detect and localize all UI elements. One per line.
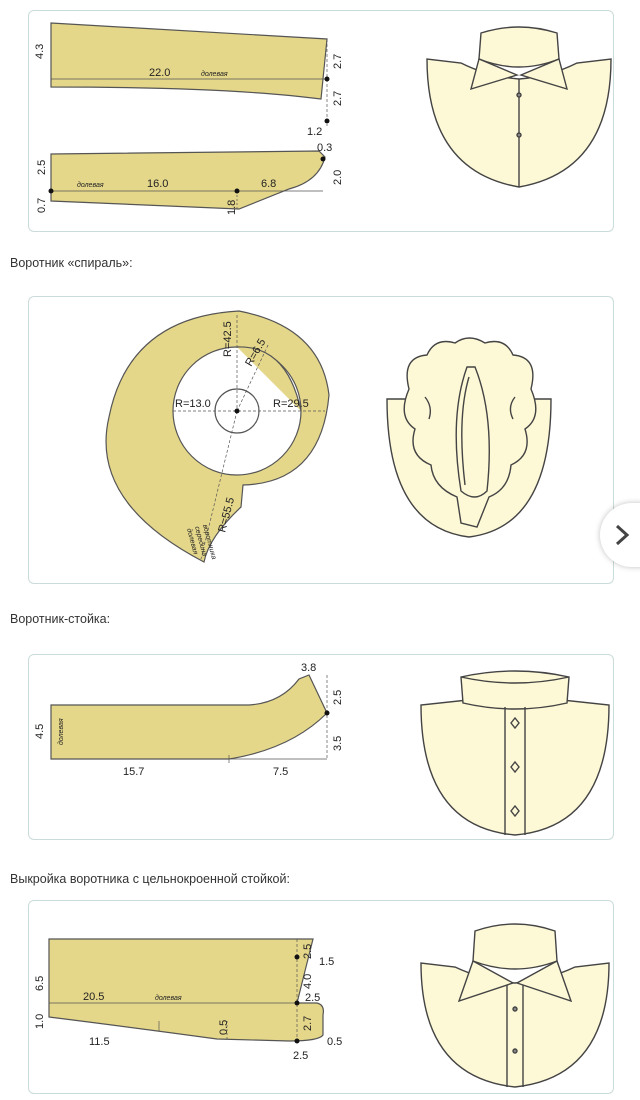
dim-label: 0.3	[317, 142, 332, 154]
dim-label: 4.0	[302, 974, 314, 989]
one-piece-collar-illustration	[420, 923, 610, 1088]
radius-label: R=42.5	[222, 321, 234, 357]
one-piece-collar-pattern: 2.5 1.5 6.5 4.0 20.5 долевая 2.5 1.0 0.5…	[34, 923, 610, 1088]
dim-label: 16.0	[147, 178, 168, 190]
dim-label: 0.5	[327, 1036, 342, 1048]
dim-label: 2.5	[36, 160, 48, 175]
ruffle-collar-illustration	[386, 337, 552, 538]
dim-label: 2.7	[332, 54, 344, 69]
dim-label: 4.5	[34, 724, 46, 739]
radius-label: R=13.0	[175, 398, 211, 410]
dim-label: 2.5	[302, 944, 314, 959]
dim-label: 6.5	[34, 976, 46, 991]
dim-label: 1.2	[307, 126, 322, 138]
dim-label: 2.7	[332, 91, 344, 106]
dim-label: 1.0	[34, 1014, 46, 1029]
dim-label: 2.5	[305, 992, 320, 1004]
shirt-collar-pattern: 4.3 22.0 долевая 2.7 2.7 1.2 2.5 долевая…	[34, 22, 612, 215]
dim-label: 1.5	[319, 956, 334, 968]
dim-label: 0.7	[36, 198, 48, 213]
dim-label: 2.5	[293, 1050, 308, 1062]
spiral-collar-pattern: R=42.5 R=6.5 R=13.0 R=29.5 R=55.5 долева…	[105, 310, 552, 563]
radius-label: R=29.5	[273, 398, 309, 410]
grain-label: долевая	[57, 718, 65, 745]
dim-label: 15.7	[123, 766, 144, 778]
pattern-panel-3: 3.8 2.5 4.5 долевая 3.5 15.7 7.5	[28, 654, 614, 840]
dim-label: 2.5	[332, 690, 344, 705]
dim-label: 2.7	[302, 1016, 314, 1031]
pattern-panel-1: 4.3 22.0 долевая 2.7 2.7 1.2 2.5 долевая…	[28, 10, 614, 232]
pattern-panel-2: R=42.5 R=6.5 R=13.0 R=29.5 R=55.5 долева…	[28, 296, 614, 584]
dim-label: 3.8	[301, 662, 316, 674]
dim-label: 3.5	[332, 736, 344, 751]
dim-label: 11.5	[89, 1036, 110, 1048]
stand-piece	[50, 150, 326, 210]
dim-label: 7.5	[273, 766, 288, 778]
stand-collar-piece	[50, 674, 328, 760]
dim-label: 6.8	[261, 178, 276, 190]
dim-label: 1.8	[226, 200, 238, 215]
grain-label: долевая	[155, 994, 182, 1002]
section-heading: Воротник-стойка:	[10, 612, 111, 626]
grain-label: долевая	[201, 70, 228, 78]
dim-label: 22.0	[149, 67, 170, 79]
grain-label: долевая	[77, 181, 104, 189]
section-heading: Выкройка воротника с цельнокроенной стой…	[10, 872, 290, 886]
collar-piece	[50, 22, 328, 100]
pattern-panel-4: 2.5 1.5 6.5 4.0 20.5 долевая 2.5 1.0 0.5…	[28, 900, 614, 1094]
dim-label: 0.5	[218, 1020, 230, 1035]
dim-label: 2.0	[332, 170, 344, 185]
stand-collar-pattern: 3.8 2.5 4.5 долевая 3.5 15.7 7.5	[34, 662, 610, 836]
chevron-right-icon	[615, 524, 630, 546]
dim-label: 20.5	[83, 991, 104, 1003]
dim-label: 4.3	[34, 44, 46, 59]
section-heading: Воротник «спираль»:	[10, 256, 133, 270]
stand-collar-illustration	[420, 670, 610, 836]
one-piece-collar	[48, 938, 324, 1042]
shirt-collar-illustration	[426, 26, 612, 188]
